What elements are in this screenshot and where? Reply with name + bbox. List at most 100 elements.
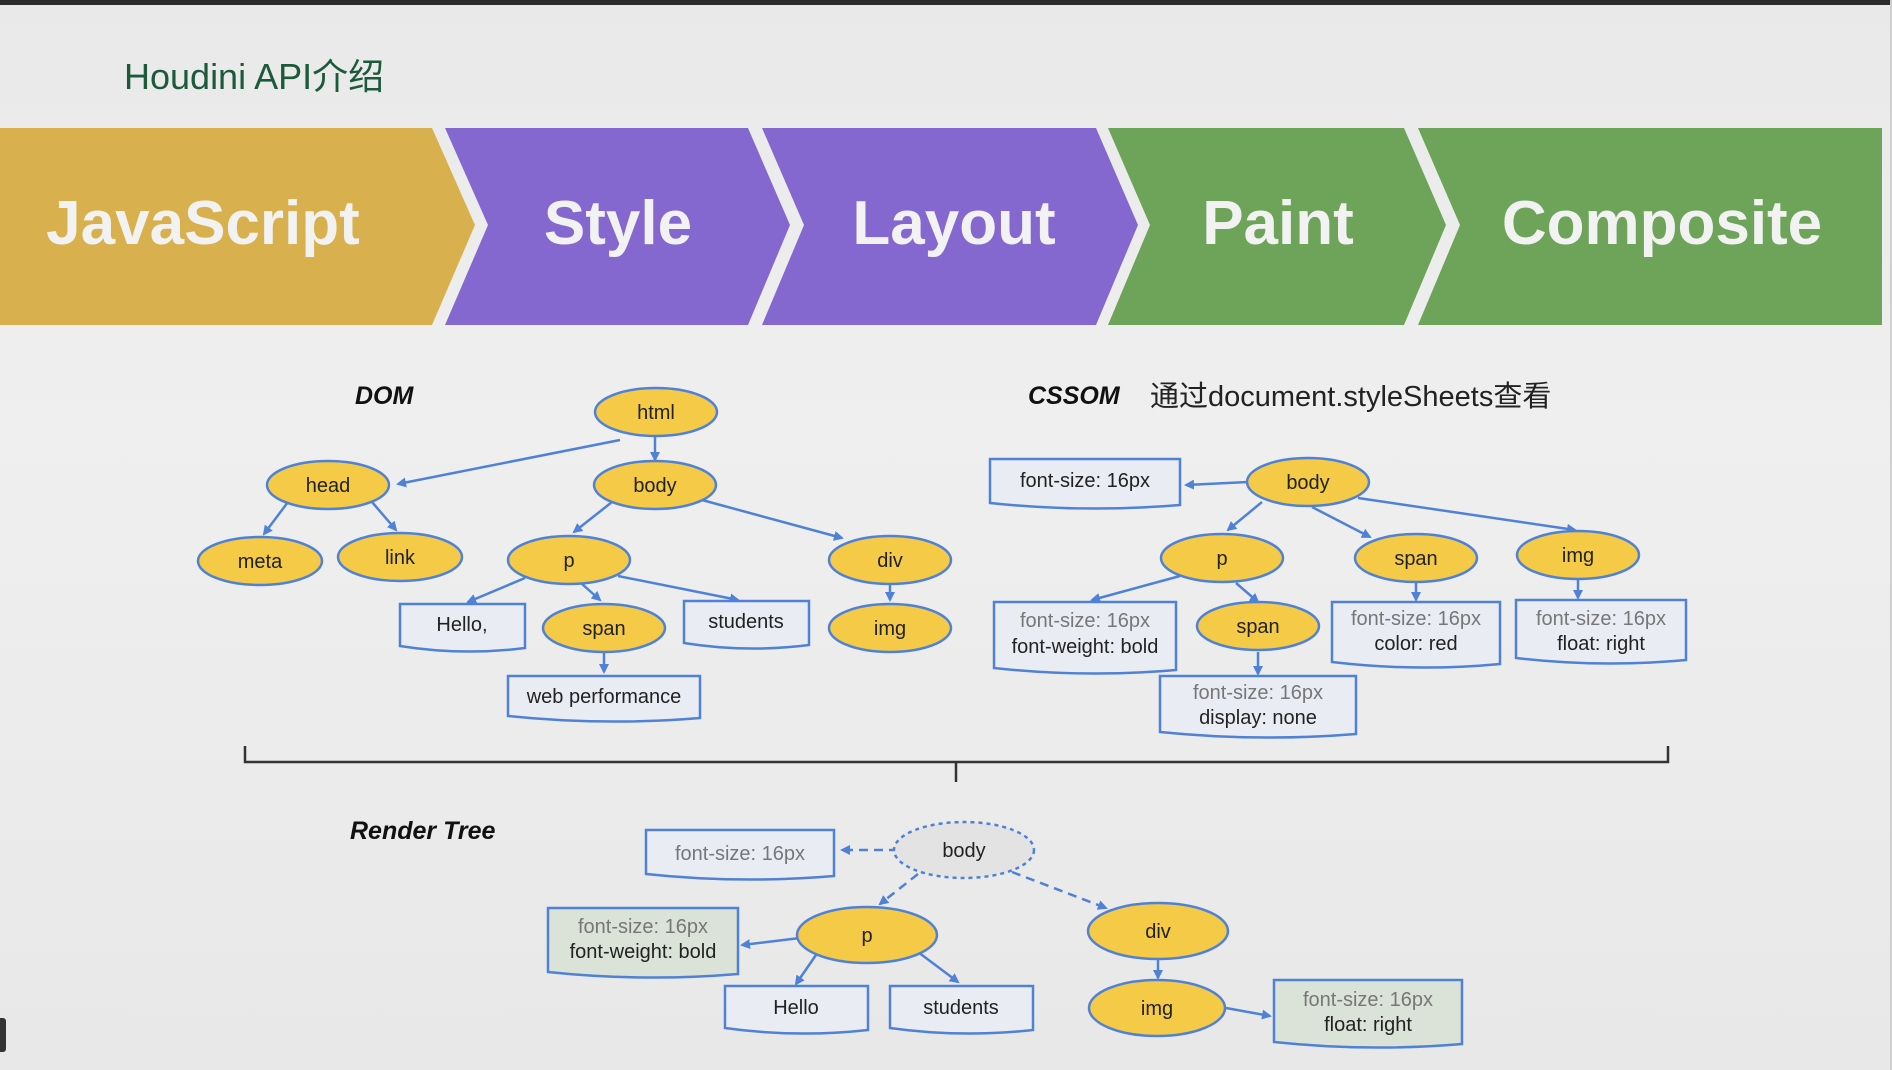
render-node-body: [892, 820, 1036, 880]
stage-javascript-label: JavaScript: [46, 189, 360, 258]
render-text-p: p: [861, 925, 872, 947]
render-edge-p-students: [917, 951, 960, 984]
render-edge-p-style: [740, 936, 801, 950]
render-box-img: [1272, 978, 1464, 1049]
dom-node-p: [506, 534, 632, 586]
cssom-text-img: img: [1562, 545, 1594, 567]
dom-node-body: [592, 459, 718, 511]
render-tree-label: Render Tree: [350, 817, 496, 845]
cssom-box-span: [1330, 600, 1502, 669]
dom-node-span: [541, 602, 667, 654]
cssom-text-body: body: [1286, 472, 1329, 494]
stage-layout-label: Layout: [852, 189, 1055, 258]
cssom-node-body: [1245, 456, 1371, 508]
cssom-style-span-2: color: red: [1374, 633, 1457, 655]
cssom-box-body: [988, 457, 1182, 510]
edge-html-head: [396, 438, 621, 488]
cssom-box-img: [1514, 598, 1688, 665]
stage-composite-label: Composite: [1502, 189, 1822, 258]
render-style-img-2: float: right: [1324, 1014, 1412, 1036]
render-node-div: [1086, 901, 1230, 961]
cssom-style-span2-2: display: none: [1199, 707, 1317, 729]
cssom-style-body-1: font-size: 16px: [1020, 470, 1150, 492]
dom-text-head: head: [306, 475, 351, 497]
cssom-edge-p-style: [1090, 574, 1181, 603]
dom-node-link: [336, 531, 464, 583]
cssom-label: CSSOM: [1028, 382, 1121, 410]
dom-text-p: p: [563, 550, 574, 572]
stage-style-label: Style: [544, 189, 692, 258]
render-edge-body-div: [1011, 870, 1108, 910]
cssom-text-span2: span: [1236, 616, 1279, 638]
cssom-text-span: span: [1394, 548, 1437, 570]
render-text-body: body: [942, 840, 985, 862]
render-text-students: students: [923, 997, 999, 1019]
render-box-body: [644, 828, 836, 881]
dom-node-div: [827, 534, 953, 586]
combine-bracket: [243, 746, 1670, 782]
dom-text-img: img: [874, 618, 906, 640]
right-edge: [1890, 0, 1892, 1070]
cssom-node-p: [1159, 532, 1285, 584]
dom-node-meta: [196, 535, 324, 587]
edge-p-hello: [466, 576, 526, 604]
slide-title: Houdini API介绍: [124, 56, 385, 97]
cssom-box-p: [992, 600, 1178, 675]
dom-text-div: div: [877, 550, 903, 572]
cssom-style-p-2: font-weight: bold: [1012, 636, 1159, 658]
cssom-text-p: p: [1216, 548, 1227, 570]
stage-javascript: [0, 128, 475, 325]
render-box-p: [546, 906, 740, 979]
cssom-edge-body-span: [1311, 505, 1372, 539]
cssom-style-img-1: font-size: 16px: [1536, 608, 1666, 630]
cssom-tree: CSSOM 通过document.styleSheets查看: [988, 380, 1688, 739]
cssom-edge-p-span: [1235, 582, 1260, 604]
dom-text-link: link: [385, 547, 416, 569]
stage-paint: [1108, 128, 1446, 325]
cssom-node-span2: [1195, 600, 1321, 652]
cssom-box-span2: [1158, 674, 1358, 739]
dom-node-img: [827, 602, 953, 654]
render-node-img: [1087, 978, 1227, 1038]
edge-p-span: [581, 583, 602, 602]
render-edge-p-hello: [794, 954, 818, 986]
cssom-style-img-2: float: right: [1557, 633, 1645, 655]
dom-box-hello: [398, 602, 527, 653]
stage-style: [445, 128, 790, 325]
cssom-style-span2-1: font-size: 16px: [1193, 682, 1323, 704]
scroll-handle[interactable]: [0, 1018, 6, 1052]
cssom-note: 通过document.styleSheets查看: [1150, 380, 1551, 413]
render-text-img: img: [1141, 998, 1173, 1020]
render-edge-body-p: [878, 873, 919, 906]
dom-node-head: [265, 459, 391, 511]
stage-composite: [1418, 128, 1882, 325]
edge-head-meta: [262, 501, 289, 536]
stage-paint-label: Paint: [1202, 189, 1354, 258]
render-style-p-2: font-weight: bold: [570, 941, 717, 963]
dom-box-webperf: [506, 674, 702, 723]
dom-node-html: [593, 386, 719, 438]
edge-head-link: [371, 501, 398, 532]
dom-text-hello: Hello,: [436, 614, 487, 636]
cssom-style-p-1: font-size: 16px: [1020, 610, 1150, 632]
dom-box-students: [682, 599, 811, 650]
dom-text-students: students: [708, 611, 784, 633]
render-style-body-1: font-size: 16px: [675, 843, 805, 865]
cssom-edge-body-style: [1184, 479, 1249, 490]
edge-body-div: [701, 498, 844, 541]
dom-tree: DOM: [196, 382, 953, 723]
dom-text-webperf: web performance: [526, 686, 682, 708]
pipeline-banner: JavaScript Style Layout Paint Composite: [0, 128, 1882, 325]
dom-text-html: html: [637, 402, 675, 424]
cssom-node-img: [1515, 529, 1641, 581]
render-edge-img-style: [1225, 1006, 1272, 1020]
render-style-p-1: font-size: 16px: [578, 916, 708, 938]
render-box-students: [888, 984, 1035, 1035]
render-tree: Render Tree body p: [350, 817, 1464, 1049]
window-top-bar: [0, 0, 1892, 5]
render-box-hello: [723, 984, 870, 1035]
render-node-p: [795, 905, 939, 965]
dom-text-meta: meta: [238, 551, 283, 573]
dom-text-span: span: [582, 618, 625, 640]
cssom-edge-body-img: [1357, 496, 1577, 534]
